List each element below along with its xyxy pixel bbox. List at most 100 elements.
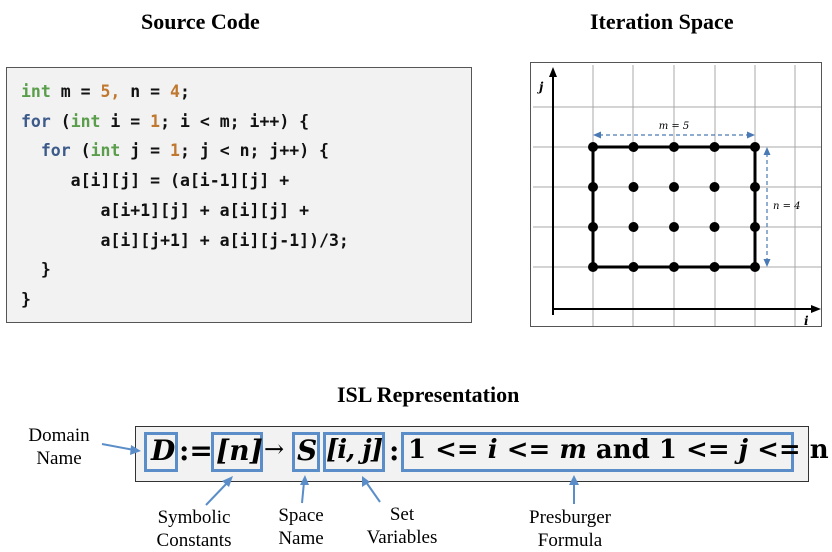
symbolic-constants-arrow xyxy=(205,481,229,506)
iteration-point xyxy=(628,262,639,272)
code-token: ( xyxy=(70,141,91,161)
code-token: i = xyxy=(100,111,151,131)
domain-name-label-line-1: Domain xyxy=(28,425,90,446)
iteration-space-panel: j i m = 5 n = 4 xyxy=(530,62,822,328)
set-variables-label-line-1: Set xyxy=(389,504,415,525)
symbolic-constants-label-line-2: Constants xyxy=(156,530,232,551)
code-token: } xyxy=(21,289,31,309)
iteration-point xyxy=(588,222,598,232)
code-token: } xyxy=(21,260,51,280)
n-dimension-marker xyxy=(763,147,771,267)
code-token: a[i][j] = (a[i-1][j] + xyxy=(21,171,290,191)
n-label: n = 4 xyxy=(773,201,801,212)
domain-name-box xyxy=(144,432,178,472)
space-name-arrow xyxy=(301,481,305,504)
iteration-points xyxy=(588,142,760,272)
code-token: 1 xyxy=(170,141,180,161)
x-axis-label: i xyxy=(804,314,809,328)
space-name-label-line-1: Space xyxy=(278,505,324,526)
code-token: n = xyxy=(120,82,171,101)
iteration-point xyxy=(750,222,760,232)
symbolic-constants-box xyxy=(211,432,263,472)
space-name-box xyxy=(292,432,320,472)
formula-part-4: <= n xyxy=(748,435,829,465)
code-line: } xyxy=(21,290,31,309)
code-token: ; xyxy=(179,82,190,101)
iteration-point xyxy=(588,262,598,272)
iteration-point xyxy=(669,222,679,232)
iteration-point xyxy=(628,142,639,152)
formula-var-i: i xyxy=(487,435,498,465)
code-line: a[i][j] = (a[i-1][j] + xyxy=(21,171,290,191)
m-label: m = 5 xyxy=(659,121,690,132)
code-token: ; j < n; j++) { xyxy=(179,141,329,161)
m-dimension-marker xyxy=(593,131,755,139)
source-code-block: int m = 5, n = 4; for (int i = 1; i < m;… xyxy=(21,77,349,315)
iteration-point xyxy=(750,182,760,192)
code-token: 5, xyxy=(100,82,121,101)
y-axis-label: j xyxy=(537,80,544,94)
code-line: a[i+1][j] + a[i][j] + xyxy=(21,201,309,220)
symbolic-constants: [n] xyxy=(216,434,263,467)
code-token: for xyxy=(21,111,51,131)
presburger-formula-label-line-1: Presburger xyxy=(529,507,611,528)
formula-part-3: and 1 <= xyxy=(586,435,739,465)
formula-var-m: m xyxy=(559,435,587,465)
iteration-point xyxy=(669,182,679,192)
map-arrow: → xyxy=(264,435,285,463)
source-code-heading: Source Code xyxy=(141,9,260,34)
code-token: ( xyxy=(50,111,71,131)
code-token xyxy=(21,141,41,160)
space-name-label: Space Name xyxy=(266,504,336,550)
code-line: } xyxy=(21,260,51,279)
code-token: a[i][j+1] + a[i][j-1])/3; xyxy=(21,230,349,250)
code-line: for (int j = 1; j < n; j++) { xyxy=(21,141,329,160)
iteration-point xyxy=(669,262,679,272)
formula-var-j: j xyxy=(738,435,749,465)
iteration-point xyxy=(588,182,598,192)
presburger-formula-box xyxy=(401,432,794,472)
set-variables: [i, j] xyxy=(326,435,383,465)
iteration-point xyxy=(750,262,760,272)
space-name: S xyxy=(297,434,318,467)
code-token: ; i < m; i++) { xyxy=(160,111,310,131)
space-name-label-line-2: Name xyxy=(278,528,324,549)
domain-name-arrow xyxy=(101,443,135,451)
code-line: int m = 5, n = 4; xyxy=(21,82,190,101)
set-variables-box xyxy=(323,432,385,472)
presburger-formula-label: Presburger Formula xyxy=(518,506,622,552)
presburger-formula: 1 <= i <= m and 1 <= j <= n xyxy=(408,437,829,463)
symbolic-constants-label: Symbolic Constants xyxy=(140,506,248,552)
code-line: for (int i = 1; i < m; i++) { xyxy=(21,112,309,131)
domain-name: D xyxy=(151,434,176,467)
set-variables-arrow xyxy=(365,481,381,503)
code-token: for xyxy=(40,141,71,161)
symbolic-constants-label-line-1: Symbolic xyxy=(157,507,231,528)
code-token: j = xyxy=(120,141,171,161)
code-token: 1 xyxy=(150,111,161,131)
code-token: 4 xyxy=(170,82,180,101)
iteration-point xyxy=(709,182,720,192)
code-token: m = xyxy=(50,82,101,101)
colon: : xyxy=(389,434,400,467)
grid-lines xyxy=(533,65,821,326)
domain-name-label-line-2: Name xyxy=(36,448,82,469)
source-code-panel: int m = 5, n = 4; for (int i = 1; i < m;… xyxy=(6,67,472,323)
iteration-point xyxy=(709,222,720,232)
iteration-point xyxy=(628,182,639,192)
code-token: int xyxy=(70,111,101,131)
iteration-point xyxy=(750,142,760,152)
formula-part-2: <= xyxy=(497,435,560,465)
domain-name-label: Domain Name xyxy=(18,424,100,470)
axes xyxy=(549,67,821,315)
isl-representation-heading: ISL Representation xyxy=(337,382,520,407)
set-variables-label-line-2: Variables xyxy=(366,527,438,548)
code-line: a[i][j+1] + a[i][j-1])/3; xyxy=(21,230,349,250)
code-token: int xyxy=(21,82,51,101)
presburger-formula-label-line-2: Formula xyxy=(537,530,603,551)
isl-expression-bar xyxy=(135,426,809,482)
code-token: int xyxy=(90,141,121,161)
iteration-point xyxy=(669,142,679,152)
assign-operator: := xyxy=(179,434,213,467)
iteration-point xyxy=(709,262,720,272)
